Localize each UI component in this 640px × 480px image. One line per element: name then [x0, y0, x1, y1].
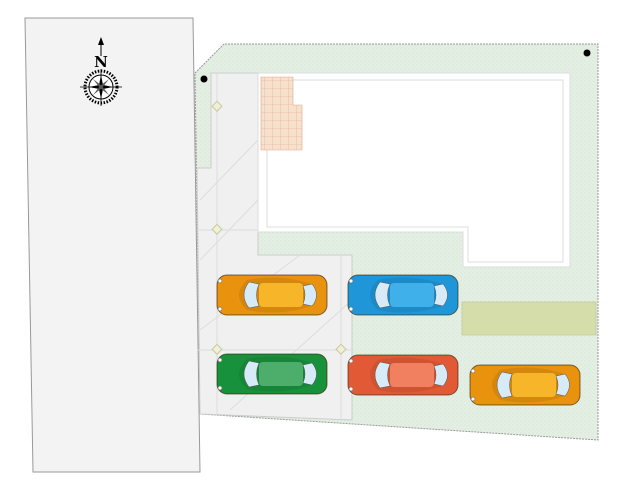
light-fixtures: [211, 100, 347, 355]
car-red: [347, 354, 459, 396]
car-orange-2: [469, 364, 581, 406]
car-blue: [347, 274, 459, 316]
road: [24, 17, 201, 473]
car-orange-1: [216, 274, 328, 316]
car-green: [216, 353, 328, 395]
boundary-marker: [200, 75, 208, 83]
building-outline: [266, 79, 564, 263]
north-label: N: [94, 53, 108, 71]
entrance-tiles: [260, 76, 303, 151]
compass-rose: N: [80, 37, 122, 106]
garden-bed: [461, 301, 597, 336]
boundary-marker: [583, 49, 591, 57]
